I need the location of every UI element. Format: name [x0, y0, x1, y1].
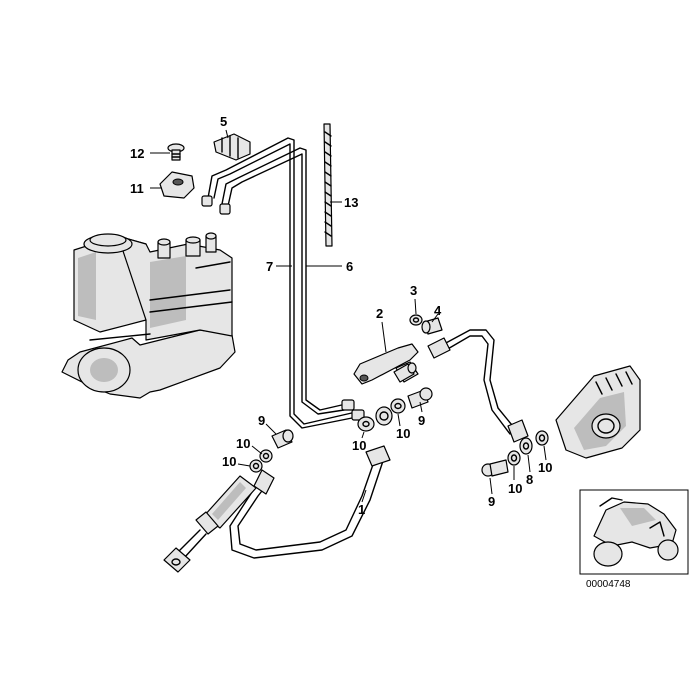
callout-5: 5	[220, 114, 227, 129]
pipe-connector-mid	[393, 362, 417, 383]
callout-6: 6	[346, 259, 353, 274]
callout-9-left: 9	[258, 413, 265, 428]
brake-caliper	[555, 365, 641, 459]
callout-10-mid-a: 10	[352, 438, 366, 453]
callouts: 12 11 5 13 7 6 2 3 4 9 10 10 10 10 9 1 9	[130, 114, 552, 517]
banjo-part-8	[519, 437, 533, 455]
brake-hose-caliper	[427, 329, 529, 443]
screw-part-12	[167, 143, 185, 161]
washer-part-10-left-a	[259, 449, 273, 463]
pipe-clip-part-5	[213, 133, 251, 161]
rubber-mount-part-11	[159, 171, 195, 199]
fitting-mid	[375, 406, 393, 426]
washer-part-10-right-b	[535, 430, 549, 446]
washer-part-3	[409, 314, 423, 326]
callout-8: 8	[526, 472, 533, 487]
washer-part-10-left-b	[249, 459, 263, 473]
banjo-bolt-part-9-right	[481, 459, 509, 477]
master-cylinder	[163, 475, 257, 573]
callout-1: 1	[358, 502, 365, 517]
bolt-part-4	[421, 317, 443, 335]
brake-pipe-part-7	[207, 137, 357, 429]
washer-part-10-mid-b	[390, 398, 406, 414]
brake-hose-part-1	[229, 445, 391, 559]
washer-part-10-mid-a	[357, 416, 375, 432]
callout-12: 12	[130, 146, 144, 161]
callout-13: 13	[344, 195, 358, 210]
pipe-fittings-top	[201, 195, 365, 421]
cable-strap-part-13	[323, 123, 333, 247]
callout-7: 7	[266, 259, 273, 274]
callout-10-right-a: 10	[508, 481, 522, 496]
banjo-bolt-part-9-left	[271, 429, 294, 449]
banjo-bolt-part-9-mid	[407, 387, 433, 409]
abs-modulator-unit	[61, 232, 236, 399]
callout-10-left-a: 10	[236, 436, 250, 451]
callout-2: 2	[376, 306, 383, 321]
inset-reference-number: 00004748	[586, 579, 631, 590]
callout-10-mid-b: 10	[396, 426, 410, 441]
inset-motorcycle-thumbnail: 00004748	[579, 489, 689, 590]
callout-11: 11	[130, 181, 144, 196]
callout-9-mid: 9	[418, 413, 425, 428]
washer-part-10-right-a	[507, 450, 521, 466]
callout-10-left-b: 10	[222, 454, 236, 469]
callout-4: 4	[434, 303, 442, 318]
callout-3: 3	[410, 283, 417, 298]
brake-pipe-part-6	[221, 147, 347, 415]
callout-9-right: 9	[488, 494, 495, 509]
callout-10-right-b: 10	[538, 460, 552, 475]
